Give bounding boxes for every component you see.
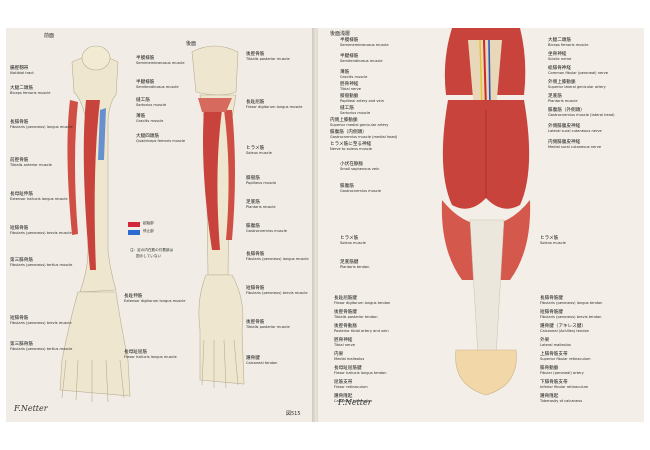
legend-origin-swatch <box>128 222 140 227</box>
popliteal-vein <box>488 39 491 111</box>
patella <box>81 45 111 71</box>
anterior-leg-illustration <box>59 45 131 403</box>
soleus-origin <box>203 110 222 250</box>
popliteus-insertion <box>198 98 232 112</box>
r-label-achilles-tendon: 踵骨腱（アキレス腱）Calcaneal (Achilles) tendon <box>540 324 590 333</box>
r-label-gastrocnemius-lateral: 腓腹筋（外側頭）Gastrocnemius muscle (lateral he… <box>548 108 615 117</box>
front-view-heading: 前面 <box>44 33 55 39</box>
tibial-nerve <box>479 39 483 111</box>
legend-note-line2: 図示していない <box>136 254 162 258</box>
back-view-heading: 後面 <box>186 41 197 47</box>
tibialis-anterior <box>83 100 100 270</box>
superficial-posterior-leg-illustration <box>441 28 531 396</box>
book-gutter <box>312 28 320 422</box>
femur-condyles <box>191 45 239 96</box>
calcaneal-tendon <box>469 219 505 356</box>
fibularis-longus <box>67 100 78 235</box>
legend-note-line1: 注：足の内在筋の付着部は <box>130 248 174 252</box>
extensor-origin-mark <box>98 108 106 160</box>
legend-origin-label: 起始部 <box>143 221 154 225</box>
right-page-heading: 後面浅層 <box>330 31 351 37</box>
flexor-origin <box>224 110 235 240</box>
left-page <box>6 28 315 422</box>
posterior-leg-illustration <box>191 45 245 389</box>
legend-insertion-swatch <box>128 230 140 235</box>
right-signature: F.Netter <box>338 398 372 407</box>
posterior-foot-bones <box>198 274 245 385</box>
left-page-number: 図515 <box>286 411 301 417</box>
legend-insertion-label: 停止部 <box>143 229 154 233</box>
heel <box>455 349 517 396</box>
popliteal-artery <box>483 39 487 111</box>
left-signature: F.Netter <box>14 404 48 413</box>
r-label-gastrocnemius-medial: 腓腹筋（内側頭）Gastrocnemius muscle (medial hea… <box>330 130 398 139</box>
